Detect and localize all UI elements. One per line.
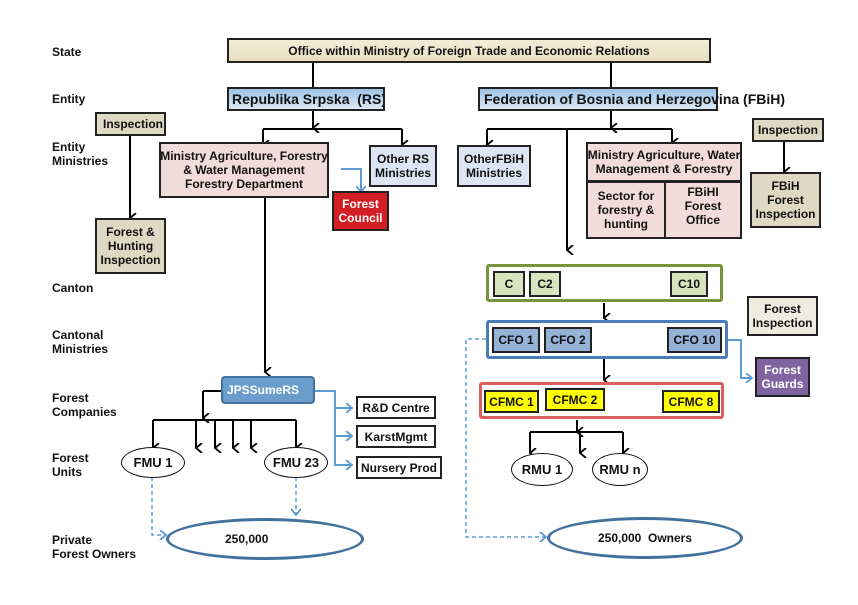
jps-sume-rs-box[interactable]: JPSSumeRS (221, 376, 315, 404)
forest-guards-box[interactable]: Forest Guards (755, 357, 810, 397)
subsidiary-box[interactable]: Nursery Prod (356, 456, 442, 479)
canton-box[interactable]: C (493, 271, 525, 297)
fbih-private-owners-ellipse[interactable]: 250,000 Owners (547, 517, 743, 559)
fmu-first-ellipse[interactable]: FMU 1 (121, 447, 185, 478)
cfmc-box[interactable]: CFMC 2 (545, 388, 605, 411)
fmu-last-ellipse[interactable]: FMU 23 (264, 447, 328, 478)
rmu-last-ellipse[interactable]: RMU n (592, 453, 648, 486)
cfo-box[interactable]: CFO 2 (544, 327, 592, 353)
cantonal-forest-inspection-box[interactable]: Forest Inspection (747, 296, 818, 336)
rs-entity-box[interactable]: Republika Srpska (RS) (227, 87, 385, 111)
level-private-owners: Private Forest Owners (52, 533, 137, 561)
level-state: State (52, 45, 82, 59)
forest-hunting-inspection-box[interactable]: Forest & Hunting Inspection (95, 218, 166, 274)
level-entity: Entity (52, 92, 86, 106)
fbih-forest-inspection-box[interactable]: FBiH Forest Inspection (750, 172, 821, 228)
level-entity-ministries: Entity Ministries (52, 140, 109, 168)
cfo-box[interactable]: CFO 10 (667, 327, 722, 353)
cfmc-box[interactable]: CFMC 1 (484, 390, 539, 413)
fbih-inspection-box[interactable]: Inspection (752, 118, 824, 142)
level-forest-companies: Forest Companies (52, 391, 117, 419)
rs-other-ministries-box[interactable]: Other RS Ministries (369, 145, 437, 187)
rs-ministry-box[interactable]: Ministry Agriculture, Forestry & Water M… (159, 142, 329, 198)
fbih-sector-forestry-box[interactable]: Sector for forestry & hunting (586, 181, 666, 239)
rs-inspection-box[interactable]: Inspection (95, 112, 166, 136)
subsidiary-box[interactable]: R&D Centre (356, 396, 436, 419)
forest-council-box[interactable]: Forest Council (332, 191, 389, 231)
rmu-first-ellipse[interactable]: RMU 1 (511, 453, 573, 486)
rs-private-owners-ellipse[interactable]: 250,000 (166, 518, 364, 560)
fbih-entity-box[interactable]: Federation of Bosnia and Herzegovina (FB… (478, 87, 785, 111)
fbih-other-ministries-box[interactable]: OtherFBiH Ministries (457, 145, 531, 187)
fbih-forest-office-box[interactable]: FBiHI Forest Office (664, 181, 742, 239)
cfmc-box[interactable]: CFMC 8 (662, 390, 720, 413)
state-office-box[interactable]: Office within Ministry of Foreign Trade … (227, 38, 711, 63)
level-cantonal-ministries: Cantonal Ministries (52, 328, 109, 356)
fbih-ministry-box[interactable]: Ministry Agriculture, Water Management &… (586, 142, 742, 182)
level-forest-units: Forest Units (52, 451, 89, 479)
canton-box[interactable]: C10 (670, 271, 708, 297)
level-canton: Canton (52, 281, 94, 295)
subsidiary-box[interactable]: KarstMgmt (356, 425, 436, 448)
canton-box[interactable]: C2 (529, 271, 561, 297)
cfo-box[interactable]: CFO 1 (492, 327, 540, 353)
